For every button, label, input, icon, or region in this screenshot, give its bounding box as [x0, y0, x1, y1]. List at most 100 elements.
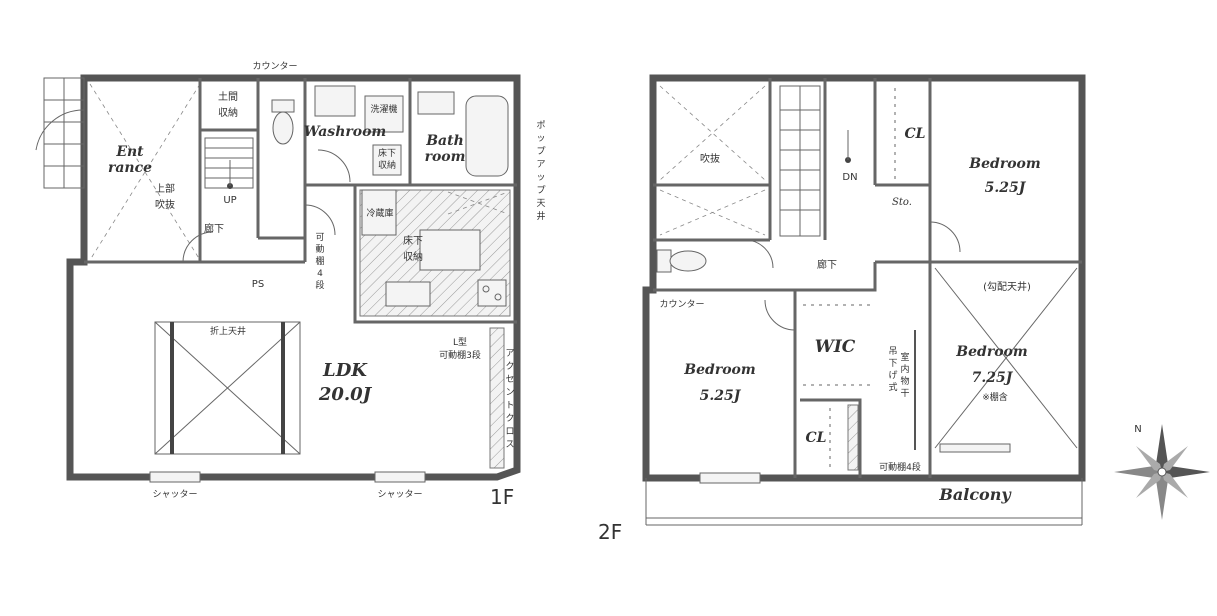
entrance-porch	[35, 77, 85, 189]
underfloor-1: 床下	[378, 147, 396, 159]
underfloor-kitchen-2: 収納	[403, 250, 423, 263]
f1-outer-wall	[66, 74, 521, 481]
f2-toilet	[656, 249, 707, 273]
floor-1: Ent rance 土間 収納 カウンター Washroom 洗濯機 床下 収納…	[35, 61, 546, 509]
f1-shelf4-1: 可	[315, 232, 324, 243]
svg-text:ポ: ポ	[536, 120, 545, 131]
svg-text:ト: ト	[505, 401, 514, 411]
ldk-label: LDK	[322, 360, 368, 381]
svg-text:式: 式	[888, 381, 897, 393]
indoor-drying-label: 室 内 物 干	[900, 351, 909, 399]
floor2-tag: 2F	[598, 520, 622, 544]
bedroom-top-size: 5.25J	[985, 180, 1027, 196]
loft-note: ※棚含	[982, 391, 1008, 403]
svg-text:プ: プ	[536, 146, 545, 157]
shutter-left-label: シャッター	[152, 489, 197, 500]
f2-outer-wall	[642, 74, 1086, 482]
kitchen-island	[359, 189, 511, 317]
upper-void-1: 上部	[155, 182, 175, 195]
svg-text:ッ: ッ	[536, 134, 545, 144]
entrance-label-2: rance	[108, 160, 152, 176]
bedroom-right-size: 7.25J	[972, 370, 1014, 386]
svg-text:内: 内	[900, 363, 909, 375]
f1-interior-walls	[84, 78, 517, 324]
upper-void-2: 吹抜	[155, 198, 175, 211]
washroom-fixtures	[314, 85, 404, 183]
wic-label: WIC	[815, 337, 856, 357]
l-shelf-2: 可動棚3段	[439, 349, 481, 361]
folded-ceiling-area	[154, 321, 301, 455]
ldk-size: 20.0J	[318, 384, 373, 405]
bedroom-top-label: Bedroom	[968, 156, 1040, 172]
svg-text:ッ: ッ	[536, 173, 545, 183]
l-shelf-1: L型	[453, 337, 467, 348]
accent-wall	[489, 327, 505, 469]
f1-stairs	[204, 137, 254, 189]
f2-interior-walls	[653, 78, 1082, 478]
svg-text:セ: セ	[505, 374, 514, 385]
up-label: UP	[223, 195, 236, 206]
accent-cloth-label: ア ク セ ン ト ク ロ ス	[505, 349, 514, 450]
storage-doma-1: 土間	[218, 90, 238, 103]
f2-stairs	[779, 85, 821, 237]
bedroom-right-label: Bedroom	[955, 344, 1027, 360]
compass-label: N	[1134, 424, 1141, 435]
folded-ceiling-label: 折上天井	[210, 325, 246, 337]
floor1-tag: 1F	[490, 485, 514, 509]
bath-label-2: room	[425, 149, 466, 165]
washroom-label: Washroom	[304, 124, 387, 140]
entrance-label-1: Ent	[115, 144, 144, 160]
sloped-ceiling-label: (勾配天井)	[983, 280, 1031, 293]
bath-label-1: Bath	[425, 133, 464, 149]
svg-text:物: 物	[900, 375, 909, 387]
closet-bottom	[829, 404, 859, 471]
svg-text:ク: ク	[505, 413, 514, 424]
svg-text:ン: ン	[505, 388, 514, 398]
cl-top-label: CL	[905, 126, 926, 142]
underfloor-2: 収納	[378, 159, 396, 171]
storage-doma-2: 収納	[218, 106, 238, 119]
f1-toilet	[271, 99, 295, 145]
fridge-label: 冷蔵庫	[366, 207, 393, 219]
balcony	[645, 478, 1083, 526]
f2-hallway-label: 廊下	[817, 258, 837, 271]
hanging-label: 吊 下 げ 式	[888, 346, 897, 393]
f1-hallway-label: 廊下	[204, 222, 224, 235]
svg-text:下: 下	[888, 359, 897, 369]
svg-text:ス: ス	[505, 440, 514, 450]
ps-label: PS	[252, 279, 264, 290]
f1-shelf4-3: 棚	[315, 255, 324, 267]
balcony-label: Balcony	[938, 485, 1012, 504]
washer-label: 洗濯機	[370, 103, 397, 115]
f2-void-label: 吹抜	[700, 152, 720, 165]
svg-text:吊: 吊	[888, 346, 897, 357]
underfloor-kitchen-1: 床下	[403, 234, 423, 247]
floor-2: 吹抜 DN CL Bedroom 5.25J Sto. 廊下 カウンター (勾配…	[598, 74, 1086, 544]
f2-shelf4-label: 可動棚4段	[879, 461, 921, 473]
bedroom-left-label: Bedroom	[683, 362, 755, 378]
f1-shelf4-4: 4	[317, 269, 323, 279]
svg-text:げ: げ	[888, 370, 897, 381]
f2-counter-label: カウンター	[659, 299, 704, 310]
bedroom-left-size: 5.25J	[700, 388, 742, 404]
svg-text:干: 干	[900, 388, 909, 399]
sto-label: Sto.	[892, 197, 912, 208]
compass-icon	[1114, 424, 1210, 520]
cl-bottom-label: CL	[806, 430, 827, 446]
svg-text:ク: ク	[505, 361, 514, 372]
svg-text:室: 室	[900, 351, 909, 363]
shutter-right-label: シャッター	[377, 489, 422, 500]
popup-ceiling-label: ポ ッ プ ア ッ プ 天 井	[536, 120, 545, 222]
svg-text:井: 井	[536, 210, 545, 222]
svg-text:プ: プ	[536, 185, 545, 196]
f1-counter-label: カウンター	[252, 61, 297, 72]
svg-text:ア: ア	[536, 160, 545, 170]
svg-text:天: 天	[536, 199, 545, 209]
wic-rails	[803, 304, 870, 386]
dn-label: DN	[842, 172, 857, 183]
f1-shelf4-5: 段	[315, 279, 324, 291]
svg-text:ロ: ロ	[505, 427, 514, 437]
bathtub	[417, 91, 509, 177]
f1-shelf4-2: 動	[315, 244, 324, 255]
